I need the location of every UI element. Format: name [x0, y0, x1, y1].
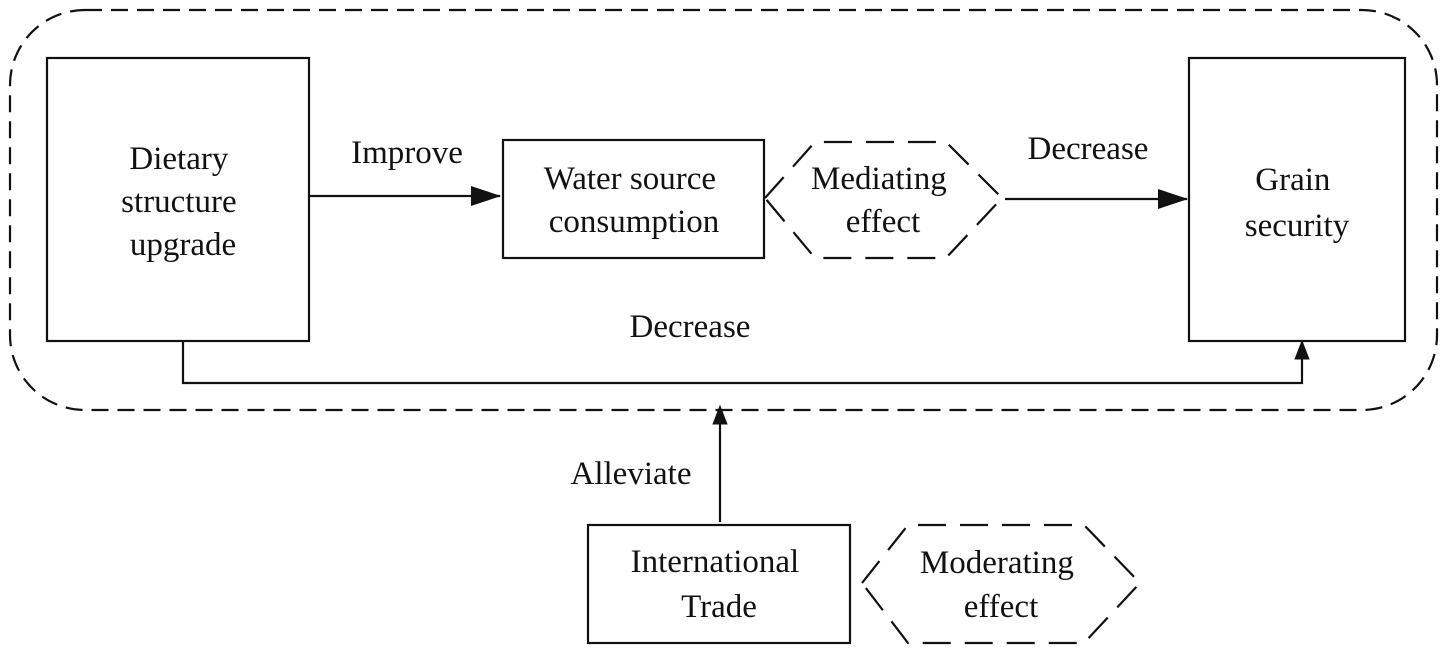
- moderating-line-2: effect: [964, 589, 1039, 625]
- grain-security-label: Grain security: [1245, 162, 1350, 244]
- moderating-effect-label: Moderating effect: [920, 545, 1082, 625]
- water-line-1: Water source: [544, 161, 716, 197]
- dietary-line-1: Dietary: [129, 141, 228, 177]
- dietary-line-3: upgrade: [130, 227, 236, 263]
- mediating-effect-label: Mediating effect: [811, 161, 955, 240]
- international-trade-box: [586, 523, 852, 645]
- moderating-line-1: Moderating: [920, 545, 1074, 581]
- decrease-label-bottom: Decrease: [630, 309, 751, 345]
- grain-security-box: [1187, 56, 1407, 343]
- grain-line-1: Grain: [1255, 162, 1330, 198]
- dietary-structure-upgrade-label: Dietary structure upgrade: [121, 141, 245, 263]
- grain-line-2: security: [1245, 208, 1350, 244]
- dietary-line-2: structure: [121, 184, 236, 220]
- mediating-line-2: effect: [846, 204, 921, 240]
- mediating-line-1: Mediating: [811, 161, 947, 197]
- water-source-consumption-box: [501, 138, 766, 260]
- moderating-effect-hexagon: [860, 523, 1142, 645]
- trade-line-1: International: [631, 544, 800, 580]
- alleviate-label: Alleviate: [571, 456, 692, 492]
- mediating-effect-hexagon: [763, 140, 1004, 260]
- decrease-label-top: Decrease: [1028, 131, 1149, 167]
- trade-line-2: Trade: [681, 589, 757, 625]
- water-line-2: consumption: [549, 204, 720, 240]
- decrease-arrow-bottom: [181, 339, 1310, 385]
- international-trade-label: International Trade: [631, 544, 808, 625]
- dietary-structure-upgrade-box: [45, 56, 311, 343]
- water-source-consumption-label: Water source consumption: [544, 161, 725, 240]
- improve-label: Improve: [351, 135, 463, 171]
